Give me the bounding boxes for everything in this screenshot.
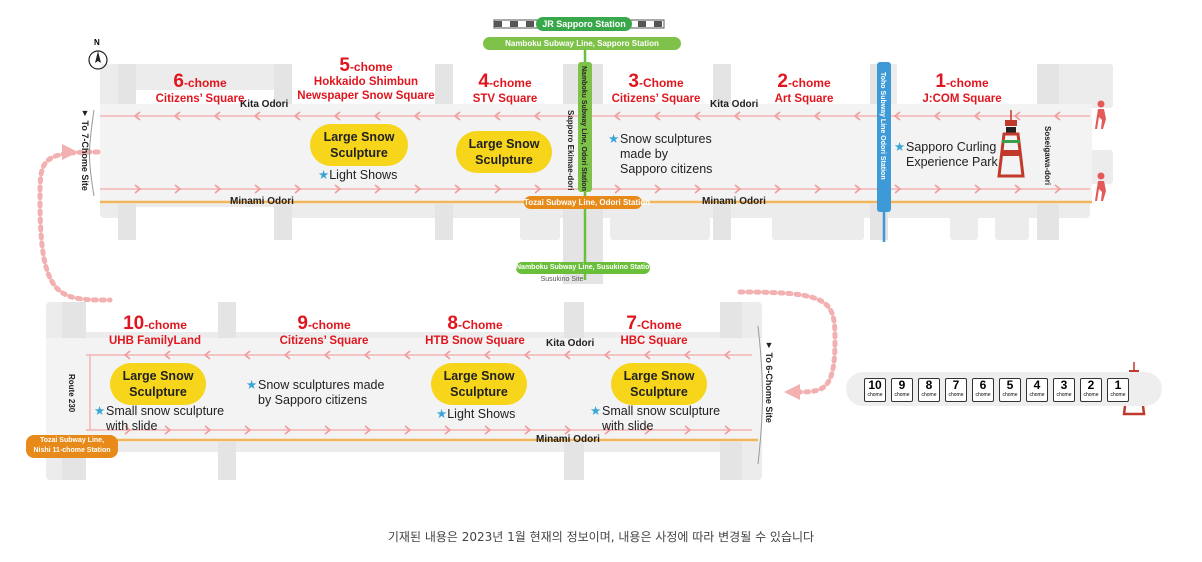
site-4-chome[interactable]: 4-chome STV Square <box>472 71 538 105</box>
sculpture-8-chome[interactable]: Large Snow Sculpture <box>431 363 527 405</box>
minami-odori-label-bottom: Minami Odori <box>536 434 600 445</box>
note-light-shows-8: ★Light Shows <box>436 407 516 421</box>
station-namboku-susukino: Namboku Subway Line, Susukino Station <box>516 262 654 274</box>
note-curling-1: ★Sapporo Curling Experience Park <box>894 140 998 169</box>
route-230-label: Route 230 <box>67 374 76 413</box>
connector-left-arrowhead <box>62 144 78 160</box>
bottom-flow-arrows <box>123 350 732 435</box>
top-avenue-band <box>100 104 1092 204</box>
toho-odori-station-box <box>877 62 891 212</box>
star-icon: ★ <box>436 407 448 421</box>
site-5-chome[interactable]: 5-chome Hokkaido Shimbun Newspaper Snow … <box>297 55 435 102</box>
site-7-chome[interactable]: 7-Chome HBC Square <box>620 313 688 347</box>
kita-odori-label-top-2: Kita Odori <box>710 99 759 110</box>
sculpture-4-chome[interactable]: Large Snow Sculpture <box>456 131 552 173</box>
star-icon: ★ <box>318 168 330 182</box>
sculpture-7-chome[interactable]: Large Snow Sculpture <box>611 363 707 405</box>
site-9-chome[interactable]: 9-chome Citizens’ Square <box>279 313 369 347</box>
note-slide-7: ★Small snow sculpture with slide <box>590 404 721 433</box>
station-tozai-nishi: Tozai Subway Line, Nishi 11-chome Statio… <box>26 435 118 458</box>
edge-mark-left <box>89 109 95 197</box>
top-flow-arrows <box>133 111 1062 194</box>
site-8-chome[interactable]: 8-Chome HTB Snow Square <box>425 313 525 347</box>
site-2-chome[interactable]: 2-chome Art Square <box>774 71 834 105</box>
footer-disclaimer: 기재된 내용은 2023년 1월 현재의 정보이며, 내용은 사정에 따라 변경… <box>387 530 815 544</box>
star-icon: ★ <box>590 404 602 418</box>
toho-odori-station-label: Toho Subway Line Odori Station <box>879 72 886 180</box>
station-tozai-odori: Tozai Subway Line, Odori Station <box>524 196 651 209</box>
to-7-chome-label: ▼ To 7-Chome Site <box>80 108 90 191</box>
sculpture-5-chome[interactable]: Large Snow Sculpture <box>310 124 408 166</box>
note-citizens-9: ★Snow sculptures made by Sapporo citizen… <box>246 378 385 407</box>
namboku-odori-station-box <box>578 62 592 192</box>
edge-mark-right <box>757 325 763 465</box>
kita-odori-label-bottom: Kita Odori <box>546 338 595 349</box>
station-namboku-sapporo: Namboku Subway Line, Sapporo Station <box>483 37 681 50</box>
top-street-gaps <box>136 64 1037 241</box>
bottom-street-gaps <box>86 302 720 480</box>
pedestrian-icon-1 <box>1095 100 1106 129</box>
bottom-flow-lines <box>86 354 752 431</box>
connector-left <box>37 149 113 303</box>
to-6-chome-label: ▼ To 6-Chome Site <box>764 340 774 423</box>
site-6-chome[interactable]: 6-chome Citizens’ Square <box>155 71 245 105</box>
note-light-shows-5: ★Light Shows <box>318 168 398 182</box>
kita-odori-label-top-1: Kita Odori <box>240 99 289 110</box>
note-slide-10: ★Small snow sculpture with slide <box>94 404 225 433</box>
pedestrian-icon-2 <box>1095 172 1106 201</box>
compass-icon <box>88 50 108 70</box>
sculpture-10-chome[interactable]: Large Snow Sculpture <box>110 363 206 405</box>
star-icon: ★ <box>246 378 258 392</box>
susukino-site-label: Susukino Site <box>540 276 584 283</box>
note-citizens-3: ★Snow sculptures made by Sapporo citizen… <box>608 132 713 176</box>
star-icon: ★ <box>894 140 906 154</box>
connector-right <box>737 289 838 395</box>
compass-north-label: N <box>94 38 100 47</box>
site-10-chome[interactable]: 10-chome UHB FamilyLand <box>108 313 201 347</box>
sapporo-ekimae-label: Sapporo Ekimae-dori <box>566 110 575 191</box>
minami-odori-label-top-1: Minami Odori <box>230 196 294 207</box>
soseigawa-label: Soseigawa-dori <box>1043 126 1052 186</box>
minami-odori-label-top-2: Minami Odori <box>702 196 766 207</box>
namboku-odori-station-label: Namboku Subway Line, Odori Station <box>580 66 587 191</box>
star-icon: ★ <box>608 132 620 146</box>
top-flow-lines <box>100 115 1090 190</box>
tv-tower-icon <box>997 110 1025 178</box>
star-icon: ★ <box>94 404 106 418</box>
site-3-chome[interactable]: 3-Chome Citizens’ Square <box>611 71 701 105</box>
connector-right-arrowhead <box>784 384 800 400</box>
station-jr-sapporo: JR Sapporo Station <box>536 17 632 31</box>
site-1-chome[interactable]: 1-chome J:COM Square <box>922 71 1002 105</box>
